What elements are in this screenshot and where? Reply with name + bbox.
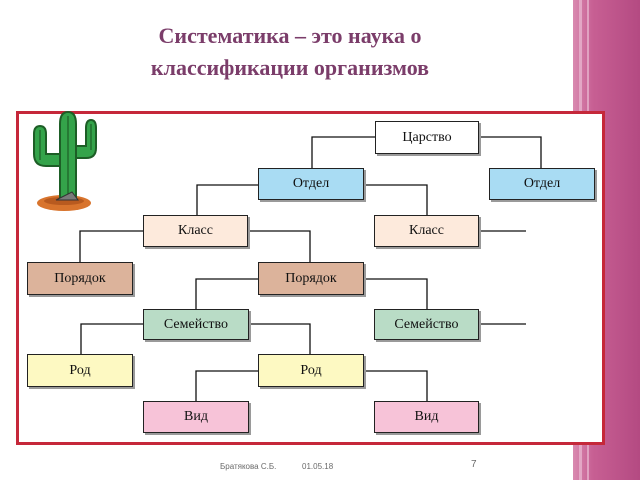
title-line-2: классификации организмов [150, 55, 430, 80]
node-class-right: Класс [374, 215, 479, 247]
connector-genus-species-left [195, 370, 258, 401]
node-class-left: Класс [143, 215, 248, 247]
connector-division-class-left [196, 184, 258, 215]
connector-kingdom-division-left [311, 136, 375, 168]
node-family-left: Семейство [143, 309, 249, 340]
connector-class-order-right [248, 230, 311, 262]
node-genus-right: Род [258, 354, 364, 387]
connector-division-class-right [364, 184, 428, 215]
connector-genus-species-right [364, 370, 428, 401]
connector-order-family-left [195, 278, 258, 309]
node-family-right: Семейство [374, 309, 479, 340]
node-kingdom: Царство [375, 121, 479, 154]
connector-family-genus-right [249, 323, 311, 354]
footer-date: 01.05.18 [302, 462, 334, 471]
connector-class-order-left [79, 230, 143, 262]
cactus-icon [33, 110, 97, 211]
footer-author: Братякова С.Б. [220, 462, 277, 471]
slide-title: Систематика – это наука о классификации … [60, 20, 520, 84]
node-species-right: Вид [374, 401, 479, 433]
footer-page-number: 7 [471, 459, 477, 470]
connector-kingdom-division-right [479, 136, 542, 168]
node-order-right: Порядок [258, 262, 364, 295]
node-genus-left: Род [27, 354, 133, 387]
connector-family-genus-left [80, 323, 143, 354]
node-species-left: Вид [143, 401, 249, 433]
node-division-left: Отдел [258, 168, 364, 200]
node-order-left: Порядок [27, 262, 133, 295]
node-division-right: Отдел [489, 168, 595, 200]
title-line-1: Систематика – это наука о [158, 23, 422, 48]
connector-order-family-right [364, 278, 428, 309]
